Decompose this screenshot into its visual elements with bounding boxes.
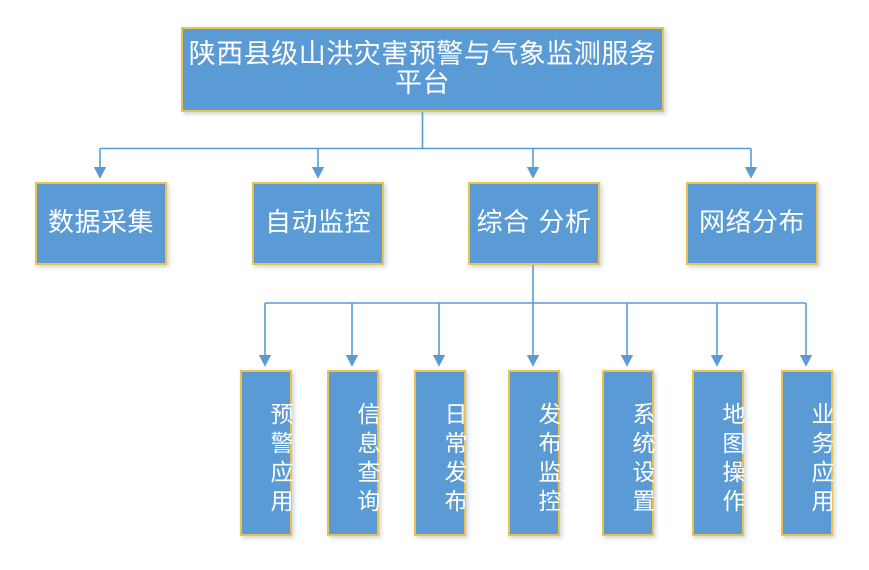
node-leaf-information-query[interactable]: 信息查询 — [327, 370, 379, 536]
node-level2-network-distribution[interactable]: 网络分布 — [686, 182, 818, 265]
node-root[interactable]: 陕西县级山洪灾害预警与气象监测服务平台 — [181, 27, 664, 112]
node-leaf-warning-application[interactable]: 预警应用 — [240, 370, 292, 536]
node-leaf-system-settings[interactable]: 系统设置 — [602, 370, 654, 536]
node-leaf-business-application[interactable]: 业务应用 — [781, 370, 833, 536]
node-leaf-map-operation[interactable]: 地图操作 — [692, 370, 744, 536]
node-leaf-release-monitoring[interactable]: 发布监控 — [508, 370, 560, 536]
node-level2-data-collection[interactable]: 数据采集 — [35, 182, 167, 265]
node-level2-comprehensive-analysis[interactable]: 综合 分析 — [468, 182, 600, 265]
node-level2-auto-monitoring[interactable]: 自动监控 — [252, 182, 384, 265]
node-leaf-daily-release[interactable]: 日常发布 — [414, 370, 466, 536]
